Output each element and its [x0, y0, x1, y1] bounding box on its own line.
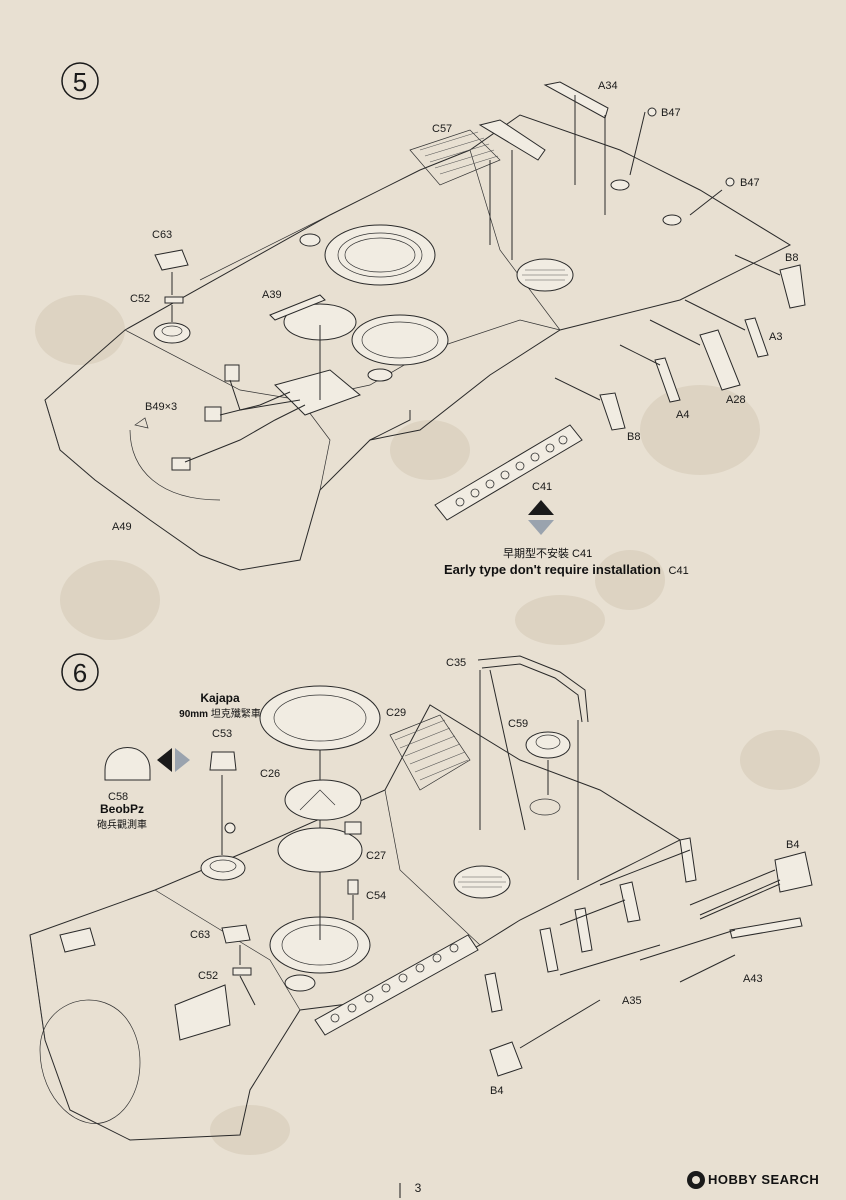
label-c52-step6: C52: [198, 970, 218, 982]
note-english-text: Early type don't require installation: [444, 562, 661, 577]
label-c63-step6: C63: [190, 929, 210, 941]
label-c27: C27: [366, 850, 386, 862]
labels-step6: C35 C29 C53 C59 C26 C58 B4 C27 C54 C63 C…: [108, 657, 799, 1097]
rear-hatch: [351, 314, 449, 366]
step-6: 6: [29, 653, 813, 1141]
variant-beobpz-cn: 砲兵觀測車: [97, 820, 147, 831]
left-right-arrow-icon: [157, 748, 190, 772]
part-c58-dome: [104, 747, 151, 781]
part-c53: [209, 751, 237, 771]
tools-step6: [174, 837, 813, 1077]
engine-grille: [409, 129, 501, 186]
label-c41-step5: C41: [532, 481, 552, 493]
note-chinese-text: 早期型不安裝 C41: [503, 548, 593, 560]
label-b47-upper: B47: [661, 107, 681, 119]
label-c35: C35: [446, 657, 466, 669]
variant-beobpz-name: BeobPz: [99, 802, 144, 816]
side-hatch: [39, 999, 141, 1124]
watermark: HOBBY SEARCH: [708, 1172, 819, 1187]
step-5-number: 5: [73, 67, 87, 97]
label-c26: C26: [260, 768, 280, 780]
hull-top-step6: [29, 685, 682, 1141]
label-a34: A34: [598, 80, 618, 92]
label-c59: C59: [508, 718, 528, 730]
label-a39: A39: [262, 289, 282, 301]
variant-beobpz: BeobPz 砲兵觀測車: [82, 802, 162, 831]
label-b8-lower: B8: [627, 431, 640, 443]
label-c53: C53: [212, 728, 232, 740]
up-down-arrow-icon: [528, 500, 554, 535]
variant-kajapa-cn: 坦克殲緊車: [210, 709, 261, 720]
label-a43: A43: [743, 973, 763, 985]
periscope-base: [153, 322, 191, 344]
label-a3: A3: [769, 331, 782, 343]
note-english: Early type don't require installation C4…: [444, 562, 689, 577]
label-b4-upper: B4: [786, 839, 799, 851]
step-6-number: 6: [73, 658, 87, 688]
part-c41-strip: [434, 424, 583, 521]
note-chinese: 早期型不安裝 C41: [503, 545, 592, 561]
labels-step5: A34 B47 C57 B47 C63 B8 A39 C52 A3 A28 B4…: [112, 80, 798, 533]
step-5: 5: [44, 62, 806, 571]
label-a49: A49: [112, 521, 132, 533]
leader-lines-step6: [221, 669, 776, 1006]
part-strip-step6: [314, 934, 479, 1036]
label-b47-lower: B47: [740, 177, 760, 189]
variant-kajapa-caliber: 90mm: [179, 709, 209, 720]
variant-kajapa: Kajapa 90mm 坦克殲緊車: [160, 691, 280, 720]
variant-kajapa-sub: 90mm 坦克殲緊車: [160, 705, 280, 720]
label-c58: C58: [108, 791, 128, 803]
step-5-badge: [61, 62, 99, 100]
hobby-search-logo-icon: [687, 1171, 705, 1189]
disc-c27: [277, 827, 363, 873]
leader-lines-step5: [171, 95, 781, 463]
disc-c26: [284, 779, 362, 821]
side-brackets-step5: [154, 81, 806, 471]
hull-top-step5: [44, 114, 792, 571]
label-b49: B49×3: [145, 401, 177, 413]
label-b4-lower: B4: [490, 1085, 503, 1097]
label-a4: A4: [676, 409, 689, 421]
label-b8-upper: B8: [785, 252, 798, 264]
label-a28: A28: [726, 394, 746, 406]
watermark-text: HOBBY SEARCH: [708, 1172, 820, 1187]
turret-ring: [324, 224, 436, 286]
paper-stains: [35, 295, 820, 1155]
label-c57: C57: [432, 123, 452, 135]
label-c29: C29: [386, 707, 406, 719]
note-english-part: C41: [668, 565, 689, 577]
variant-kajapa-name: Kajapa: [200, 691, 240, 705]
label-c52-step5: C52: [130, 293, 150, 305]
step-6-badge: [61, 653, 99, 691]
label-c63-step5: C63: [152, 229, 172, 241]
cupola-base: [200, 855, 246, 881]
label-c54: C54: [366, 890, 386, 902]
label-a35: A35: [622, 995, 642, 1007]
engine-grille-step6: [389, 714, 471, 791]
frame-c35: [477, 655, 589, 723]
page-number: 3: [415, 1181, 422, 1195]
part-c59: [525, 731, 571, 759]
hatch-frame: [274, 369, 361, 416]
